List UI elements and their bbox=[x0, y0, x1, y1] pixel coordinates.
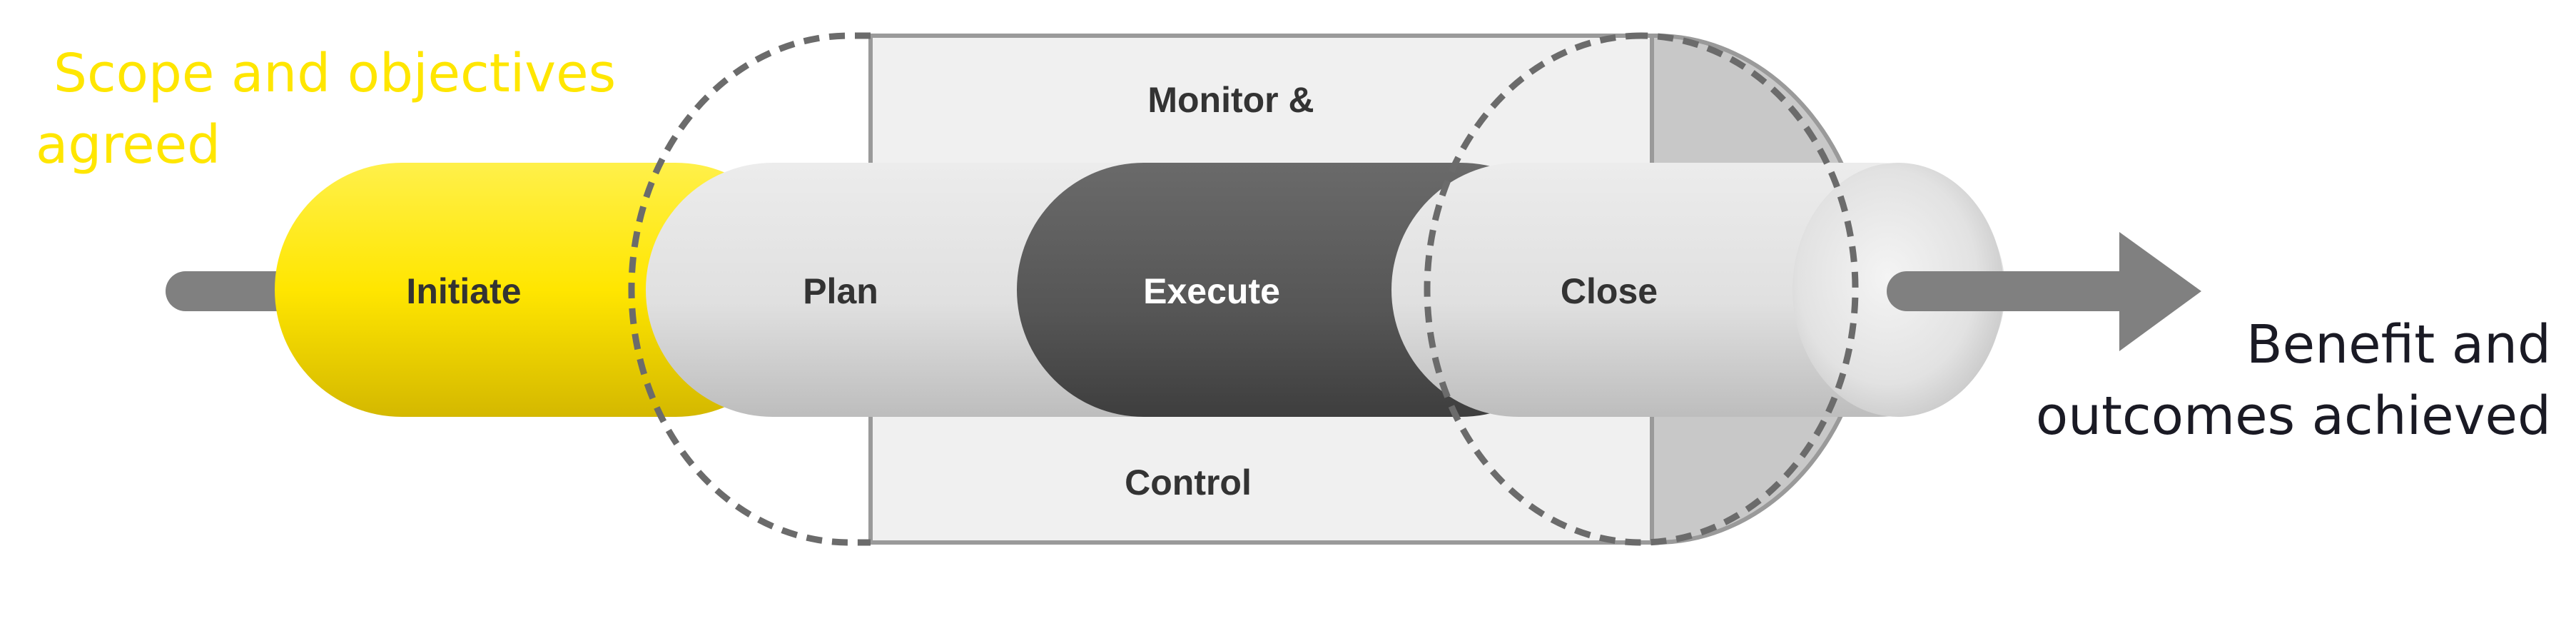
start-caption-line-2: agreed bbox=[36, 114, 220, 176]
dashed-outline-right bbox=[1424, 32, 1859, 546]
start-caption-line-1: Scope and objectives bbox=[54, 43, 616, 104]
stage-label-close: Close bbox=[1561, 271, 1658, 311]
dashed-outline-left bbox=[628, 32, 871, 546]
monitor-label-bottom: Control bbox=[1125, 463, 1252, 503]
monitor-label-top: Monitor & bbox=[1147, 80, 1314, 120]
end-caption-line-1: Benefit and bbox=[2246, 314, 2551, 375]
stage-label-plan: Plan bbox=[803, 271, 878, 311]
stage-label-execute: Execute bbox=[1143, 271, 1280, 311]
output-arrow-head bbox=[2119, 232, 2201, 351]
stage-label-initiate: Initiate bbox=[406, 271, 521, 311]
end-caption-line-2: outcomes achieved bbox=[2036, 385, 2551, 447]
